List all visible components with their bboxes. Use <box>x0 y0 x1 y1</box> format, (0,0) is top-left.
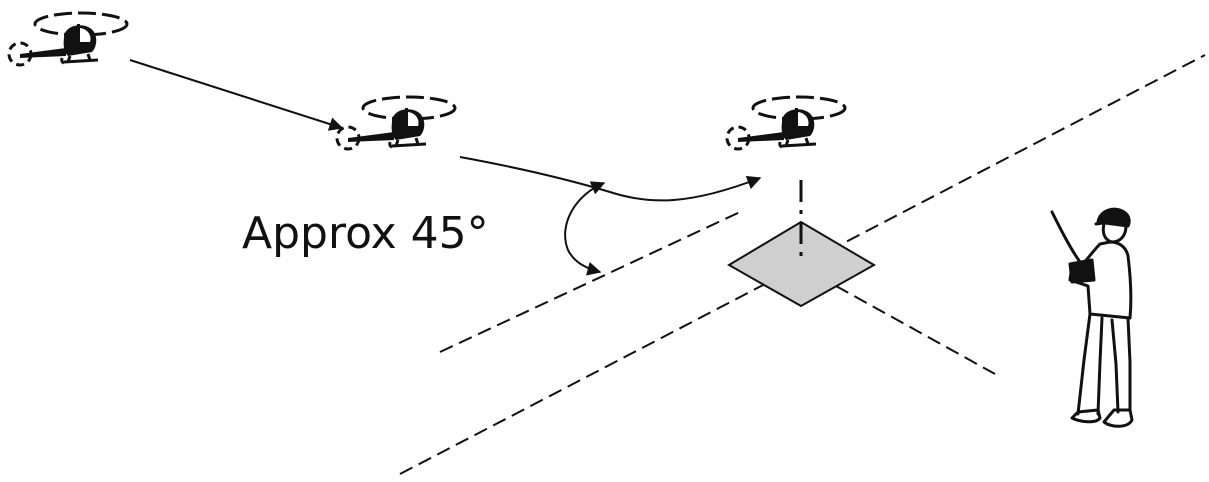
cross-line <box>835 285 996 375</box>
helicopter-icon <box>725 95 847 151</box>
landing-pad-icon <box>727 220 877 308</box>
helicopter-icon <box>335 95 457 151</box>
flight-path-segment-1 <box>129 59 344 131</box>
angle-arc <box>564 181 606 276</box>
pilot-figure-icon <box>1050 207 1134 428</box>
angle-label: Approx 45° <box>242 208 489 259</box>
approach-reference-line <box>439 211 741 353</box>
helicopter-icon <box>7 11 129 67</box>
flight-path-segment-2 <box>459 156 762 202</box>
